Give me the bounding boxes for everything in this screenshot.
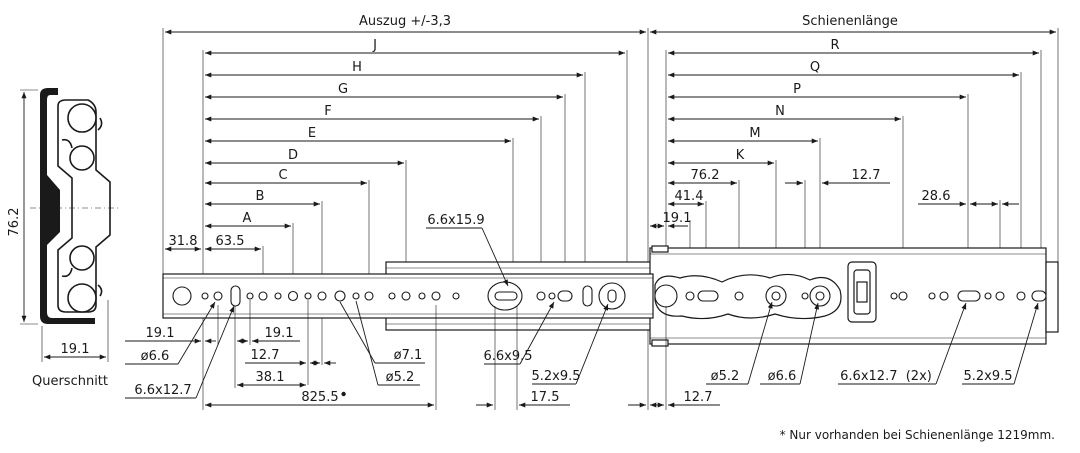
dim-6-6x12-7-right-label: 6.6x12.7 (2x)	[840, 369, 932, 384]
dim-19-1-mid-label: 19.1	[265, 326, 294, 341]
rail-holes	[172, 281, 1047, 311]
extension-label: Auszug +/-3,3	[359, 14, 451, 29]
dim-6-6x15-9-label: 6.6x15.9	[427, 213, 484, 228]
bottom-middle-callouts: 6.6x15.9 6.6x9.5 5.2x9.5 17.5 12.7	[426, 213, 720, 410]
right-small-dims: 76.2 41.4 19.1 12.7 28.6	[650, 168, 1019, 300]
asterisk-marker	[341, 391, 346, 397]
dim-17-5-label: 17.5	[531, 390, 560, 405]
footnote: * Nur vorhanden bei Schienenlänge 1219mm…	[780, 428, 1055, 442]
dim-31-8-63-5: 31.8 63.5	[165, 234, 264, 300]
cross-section: 76.2 19.1 Querschnitt	[7, 88, 118, 389]
dim-41-4-label: 41.4	[675, 189, 704, 204]
cross-section-width-label: 19.1	[61, 342, 90, 357]
dim-R-label: R	[830, 38, 839, 53]
phi-6-6-left-label: ø6.6	[141, 349, 170, 364]
dim-825-5-label: 825.5	[301, 390, 338, 405]
dim-H-label: H	[352, 60, 362, 75]
dim-J-label: J	[372, 38, 377, 53]
extension-dimension: Auszug +/-3,3	[162, 14, 649, 410]
rail-length-dimension: Schienenlänge	[650, 14, 1059, 262]
dim-P-label: P	[793, 82, 801, 97]
dim-D-label: D	[288, 148, 298, 163]
dim-28-6-label: 28.6	[922, 189, 951, 204]
dim-M-label: M	[749, 126, 760, 141]
phi-5-2-right-label: ø5.2	[711, 369, 740, 384]
dim-B-label: B	[256, 189, 265, 204]
dim-38-1-label: 38.1	[256, 370, 285, 385]
dim-5-2x9-5-mid-label: 5.2x9.5	[531, 369, 580, 384]
dim-N-label: N	[775, 104, 785, 119]
dim-K-label: K	[736, 148, 745, 163]
phi-6-6-right-label: ø6.6	[768, 369, 797, 384]
dim-12-7-bottom-label: 12.7	[684, 390, 713, 405]
left-letter-dimensions: J H G F E D C B A	[202, 38, 628, 410]
cross-section-caption: Querschnitt	[32, 374, 108, 389]
dim-19-1-top-label: 19.1	[663, 211, 692, 226]
bottom-right-callouts: ø5.2 ø6.6 6.6x12.7 (2x) 5.2x9.5	[706, 301, 1039, 385]
bottom-left-callouts: 19.1 ø6.6 6.6x12.7 19.1 12.7 38.1 825.5 …	[125, 300, 437, 410]
dim-76-2-label: 76.2	[691, 168, 720, 183]
dim-E-label: E	[308, 126, 316, 141]
dim-5-2x9-5-right-label: 5.2x9.5	[963, 369, 1012, 384]
dim-6-6x9-5-label: 6.6x9.5	[483, 349, 532, 364]
rail-length-label: Schienenlänge	[802, 14, 898, 29]
dim-31-8-label: 31.8	[169, 234, 198, 249]
dim-19-1-left-label: 19.1	[146, 326, 175, 341]
dim-G-label: G	[338, 82, 348, 97]
dim-C-label: C	[278, 168, 287, 183]
cross-section-height-label: 76.2	[7, 208, 22, 237]
phi-7-1-label: ø7.1	[394, 348, 423, 363]
dim-A-label: A	[243, 211, 252, 226]
dim-6-6x12-7-left-label: 6.6x12.7	[134, 383, 191, 398]
dim-12-7-top-label: 12.7	[852, 168, 881, 183]
dim-63-5-label: 63.5	[216, 234, 245, 249]
phi-5-2-left-label: ø5.2	[386, 370, 415, 385]
dim-F-label: F	[324, 104, 331, 119]
dim-Q-label: Q	[810, 60, 820, 75]
dim-12-7-mid-label: 12.7	[251, 348, 280, 363]
